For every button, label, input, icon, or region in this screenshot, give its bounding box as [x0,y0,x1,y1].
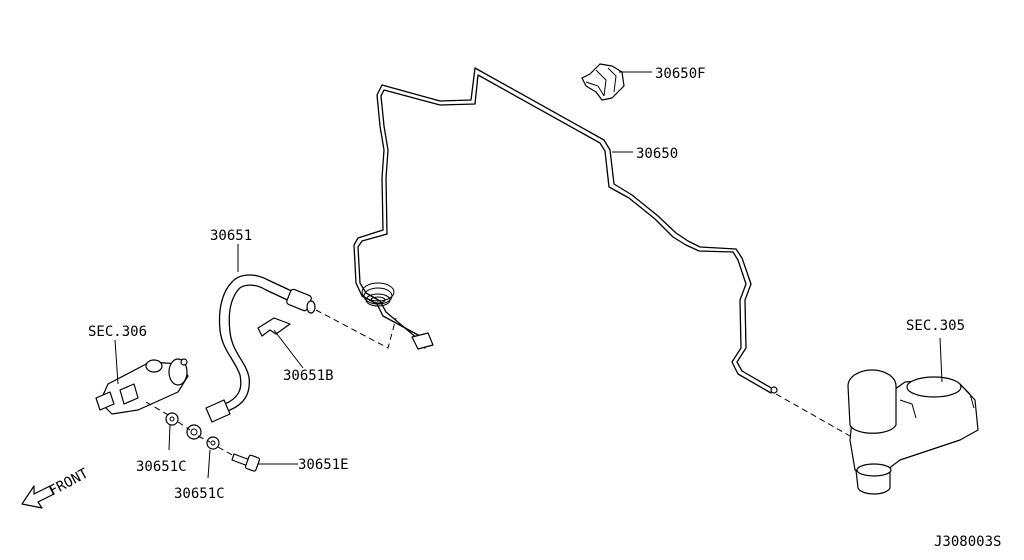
label-30650F: 30650F [655,66,706,82]
bracket-30651B [257,317,291,337]
label-30651C-a: 30651C [136,459,187,475]
tube-end-fitting [411,332,434,350]
label-30651B: 30651B [283,368,334,384]
label-30650: 30650 [636,146,678,162]
master-cylinder-sec305 [847,369,979,495]
clip-30650F [581,63,625,101]
label-30651E: 30651E [298,457,349,473]
label-30651C-b: 30651C [174,486,225,502]
clutch-tube-30650 [353,67,778,394]
label-sec305: SEC.305 [906,318,965,334]
label-front: FRONT [46,465,91,499]
tube-coil [361,282,395,307]
slave-cylinder-sec306 [95,358,189,415]
bolt-30651E [231,453,261,472]
leader-lines [114,71,943,479]
label-sec306: SEC.306 [88,324,147,340]
washer-30651C-a [165,412,179,426]
label-30651: 30651 [210,228,252,244]
assembly-lines [145,309,851,457]
washer-30651C-b [206,436,220,450]
front-arrow [21,485,55,509]
diagram-id: J308003S [934,534,1001,550]
clutch-hose-30651 [186,274,316,440]
